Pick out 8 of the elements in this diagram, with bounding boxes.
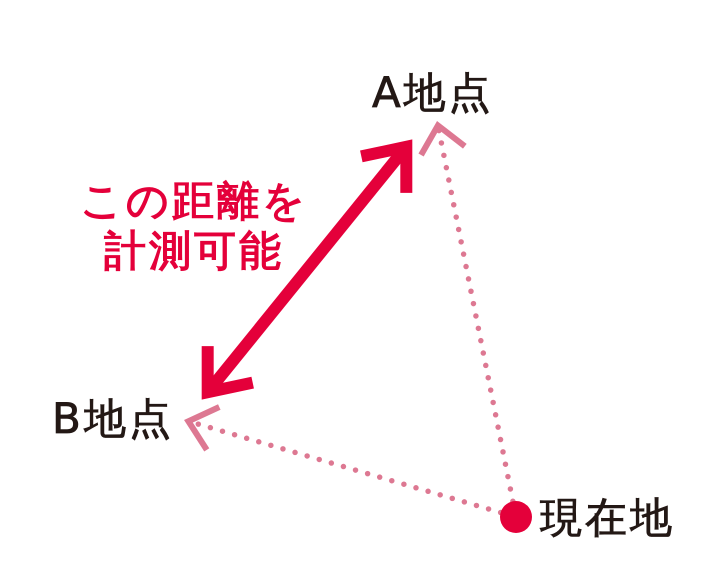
place-name: A地点 (372, 70, 494, 116)
place-name: 現在地 (540, 495, 675, 541)
arrow (202, 140, 412, 398)
arrow (185, 404, 504, 516)
place-name: B地点 (52, 396, 174, 442)
location-dot (500, 501, 532, 533)
arrow (418, 122, 516, 504)
edge-label: この距離を計測可能 (79, 176, 309, 276)
